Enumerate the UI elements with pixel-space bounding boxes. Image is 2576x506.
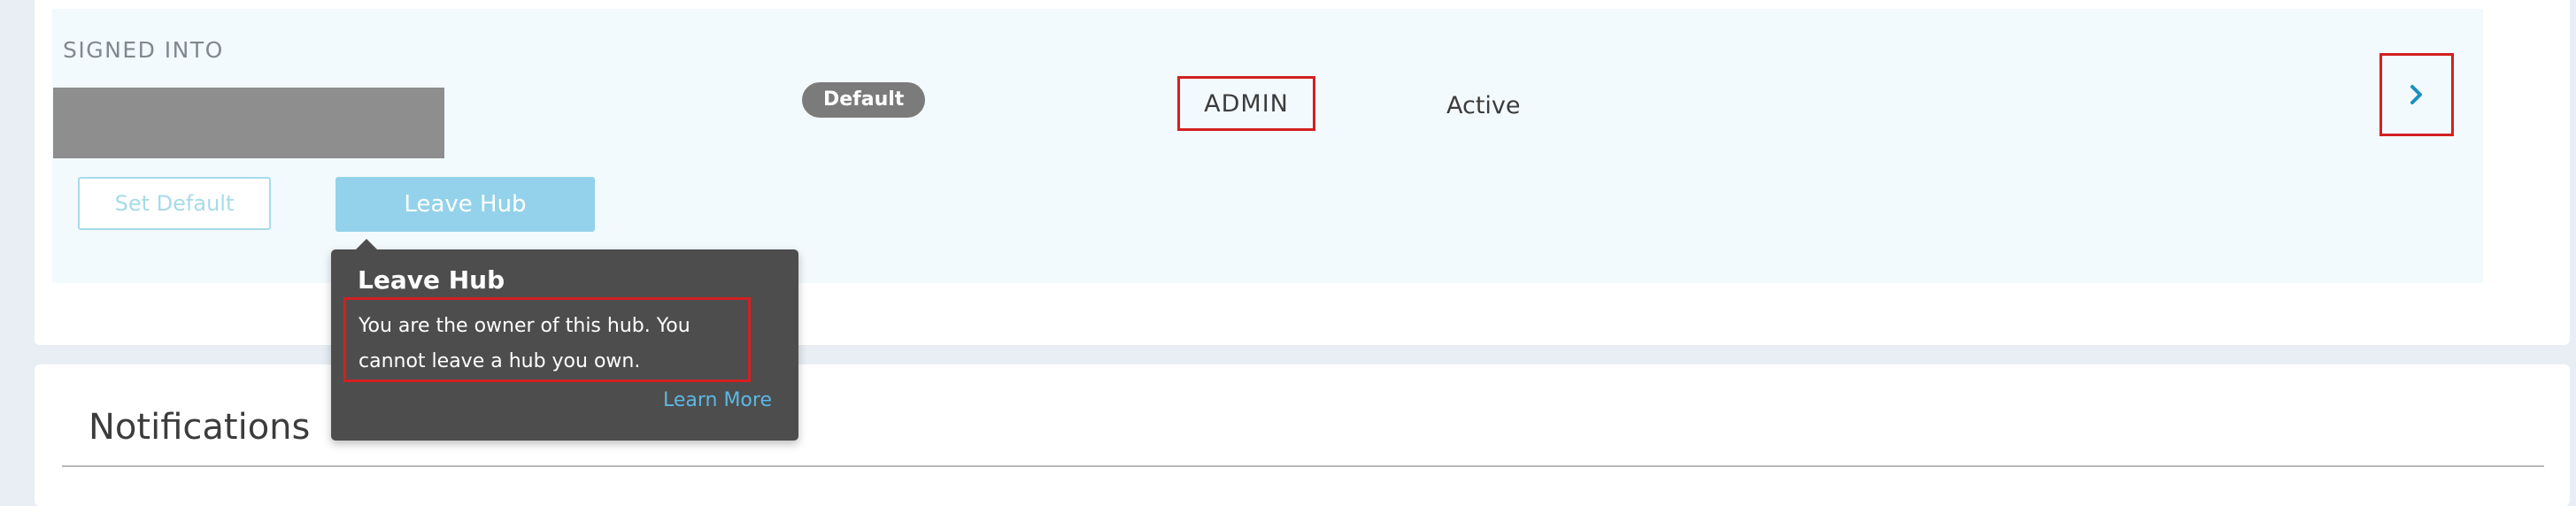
status-label: Active (1446, 92, 1521, 119)
default-badge: Default (802, 82, 926, 118)
role-label: ADMIN (1177, 76, 1315, 131)
learn-more-link[interactable]: Learn More (662, 389, 772, 411)
notifications-divider (62, 465, 2544, 467)
tooltip-message: You are the owner of this hub. You canno… (343, 297, 751, 382)
tooltip-arrow (356, 239, 377, 249)
tooltip-title: Leave Hub (358, 265, 505, 295)
notifications-title: Notifications (89, 407, 311, 448)
leave-hub-button[interactable]: Leave Hub (335, 177, 595, 232)
signed-into-label: SIGNED INTO (63, 37, 224, 63)
chevron-right-icon (2410, 85, 2422, 104)
hub-row (52, 9, 2483, 283)
hub-details-button[interactable] (2379, 53, 2454, 136)
leave-hub-tooltip: Leave Hub You are the owner of this hub.… (331, 239, 798, 441)
hub-name-redacted (53, 88, 444, 158)
set-default-button[interactable]: Set Default (78, 177, 271, 230)
